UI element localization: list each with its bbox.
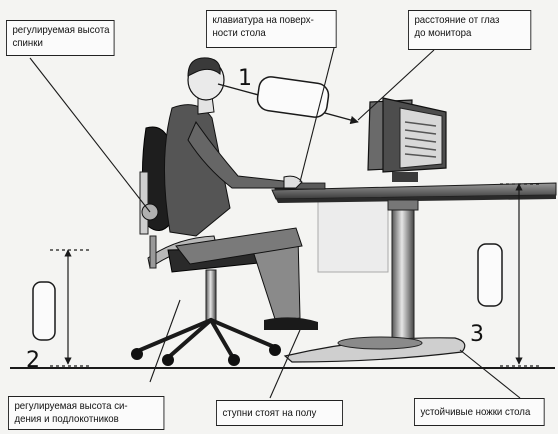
keyboard-surface-label: клавиатура на поверх- ности стола <box>206 10 337 48</box>
desk-pole-collar <box>388 200 418 210</box>
keyboard-label-line1: клавиатура на поверх- <box>212 14 330 27</box>
desk-base-foot <box>338 337 422 349</box>
chair-wheels <box>131 344 281 366</box>
backrest-label-line2: спинки <box>12 37 108 50</box>
dimension-seat-height <box>50 250 90 366</box>
backrest-height-label: регулируемая высота спинки <box>6 20 115 56</box>
person-shoe <box>264 317 318 330</box>
seat-height-label: регулируемая высота си- дения и подлокот… <box>8 396 164 430</box>
desk <box>272 183 556 362</box>
seat-height-indicator <box>33 282 55 340</box>
feet-label-line1: ступни стоят на полу <box>222 407 336 420</box>
eye-monitor-distance-label: расстояние от глаз до монитора <box>408 10 531 50</box>
marker-1: 1 <box>238 68 252 90</box>
seat-label-line1: регулируемая высота си- <box>14 400 158 413</box>
backrest-label-line1: регулируемая высота <box>12 24 108 37</box>
dimension-desk-height <box>500 184 540 366</box>
chair-back-support <box>140 172 148 234</box>
marker-2: 2 <box>26 350 40 372</box>
chair-arm-pole <box>150 236 156 268</box>
seat-label-line2: дения и подлокотников <box>14 413 158 426</box>
distance-label-line1: расстояние от глаз <box>414 14 524 27</box>
desk-pole <box>392 200 414 340</box>
stable-desk-legs-label: устойчивые ножки стола <box>414 398 545 426</box>
monitor-stand <box>392 172 418 182</box>
distance-label-line2: до монитора <box>414 27 524 40</box>
chair-base <box>140 320 272 356</box>
desk-height-indicator <box>478 244 502 306</box>
feet-on-floor-label: ступни стоят на полу <box>216 400 343 426</box>
sight-indicator <box>256 75 330 118</box>
keyboard-label-line2: ности стола <box>212 27 330 40</box>
marker-3: 3 <box>470 324 484 346</box>
legs-label-line1: устойчивые ножки стола <box>420 406 538 419</box>
background-panel <box>318 200 388 272</box>
chair-gas-lift <box>206 270 216 320</box>
